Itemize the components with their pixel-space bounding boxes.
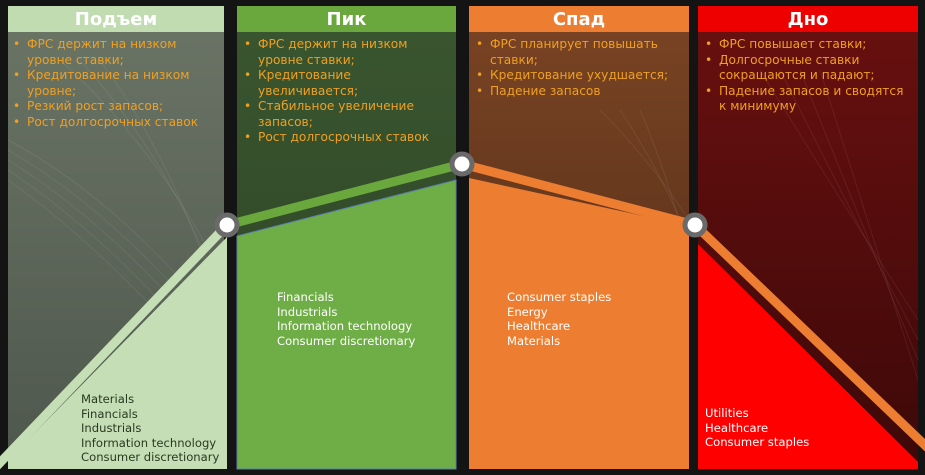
area-phase-3 — [469, 178, 689, 469]
bullet-item: ФРС планирует повышать ставки; — [474, 37, 679, 68]
bullet-item: Кредитование на низком уровне; — [11, 68, 216, 99]
phase-title-1: Подъем — [74, 8, 158, 30]
phase-sectors-4: Utilities Healthcare Consumer staples — [705, 406, 880, 450]
sector-item: Utilities — [705, 406, 749, 420]
sector-item: Energy — [507, 304, 548, 319]
sector-item: Industrials — [81, 421, 142, 436]
bullet-item: Падение запасов и сводятся к минимуму — [703, 84, 908, 115]
sector-item: Consumer discretionary — [81, 450, 220, 465]
sector-item: Materials — [81, 392, 135, 406]
header-bar-2 — [237, 6, 456, 32]
bullet-item: Рост долгосрочных ставок — [11, 115, 216, 131]
header-bar-3 — [469, 6, 689, 32]
sector-item: Industrials — [277, 304, 338, 319]
area-phase-1 — [8, 237, 227, 469]
sector-item: Consumer discretionary — [277, 333, 416, 348]
turning-point-1 — [214, 212, 240, 238]
bullet-item: Резкий рост запасов; — [11, 99, 216, 115]
sector-item: Consumer staples — [705, 435, 810, 450]
phase-sectors-3: Consumer staples Energy Healthcare Mater… — [507, 290, 682, 348]
area-phase-4 — [698, 244, 918, 469]
header-bar-1 — [8, 6, 224, 32]
sector-item: Financials — [81, 406, 138, 421]
cycle-line-peak — [225, 159, 464, 230]
phase-bullets-4: ФРС повышает ставки; Долгосрочные ставки… — [703, 37, 908, 115]
sector-item: Information technology — [277, 319, 413, 334]
cycle-line-bottom — [691, 221, 925, 452]
bullet-item: Кредитование увеличивается; — [242, 68, 447, 99]
phase-bullets-3: ФРС планирует повышать ставки; Кредитова… — [474, 37, 679, 99]
sector-item: Healthcare — [705, 420, 769, 435]
phase-title-3: Спад — [552, 8, 606, 30]
phase-bullets-1: ФРС держит на низком уровне ставки; Кред… — [11, 37, 216, 130]
sector-item: Consumer staples — [507, 290, 612, 304]
phase-title-2: Пик — [326, 8, 367, 30]
bullet-item: ФРС держит на низком уровне ставки; — [11, 37, 216, 68]
phase-sectors-1: Materials Financials Industrials Informa… — [81, 392, 223, 465]
turning-point-2 — [449, 151, 475, 177]
bullet-item: Долгосрочные ставки сокращаются и падают… — [703, 53, 908, 84]
sector-item: Materials — [507, 333, 561, 348]
bullet-item: ФРС повышает ставки; — [703, 37, 908, 53]
area-phase-2 — [236, 179, 457, 470]
bullet-item: Рост долгосрочных ставок — [242, 130, 447, 146]
phase-title-4: Дно — [787, 8, 829, 30]
bullet-item: ФРС держит на низком уровне ставки; — [242, 37, 447, 68]
cycle-line-rise — [0, 221, 231, 470]
sector-item: Healthcare — [507, 319, 571, 334]
bullet-item: Падение запасов — [474, 84, 679, 100]
turning-point-3 — [682, 212, 708, 238]
cycle-line-fall — [460, 159, 697, 230]
sector-item: Financials — [277, 290, 334, 304]
sector-item: Information technology — [81, 435, 217, 450]
phase-sectors-2: Financials Industrials Information techn… — [277, 290, 452, 348]
bullet-item: Стабильное увеличение запасов; — [242, 99, 447, 130]
phase-bullets-2: ФРС держит на низком уровне ставки; Кред… — [242, 37, 447, 146]
bullet-item: Кредитование ухудшается; — [474, 68, 679, 84]
header-bar-4 — [698, 6, 918, 32]
